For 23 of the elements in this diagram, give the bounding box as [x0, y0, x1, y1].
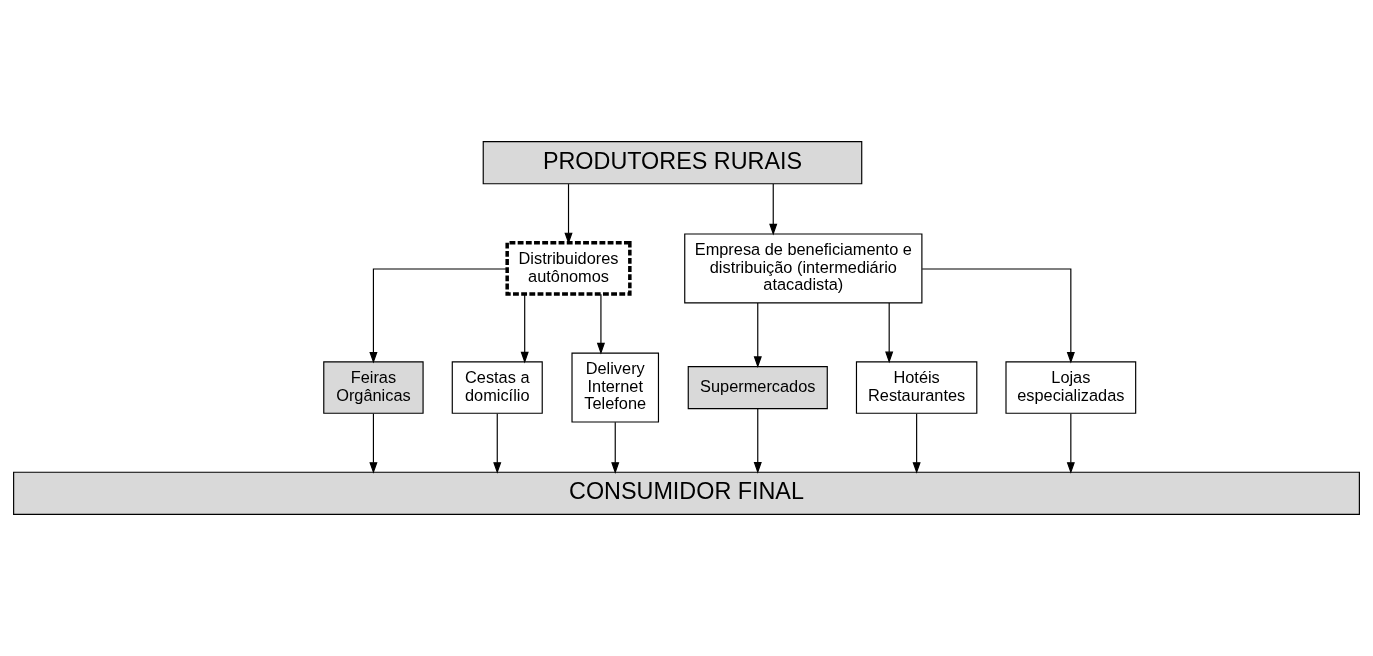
- arrow: [885, 302, 894, 364]
- arrow: [369, 268, 508, 364]
- node-box: Lojas especializadas: [1005, 361, 1137, 414]
- arrow: [769, 183, 778, 236]
- arrow: [921, 268, 1075, 364]
- node-box: Delivery Internet Telefone: [571, 352, 660, 423]
- node-box: Empresa de beneficiamento e distribuição (intermediário atacadista): [684, 233, 923, 304]
- arrow: [520, 293, 529, 364]
- arrow: [493, 413, 502, 474]
- arrow: [912, 413, 921, 474]
- node-box: Feiras Orgânicas: [323, 361, 424, 414]
- arrow: [611, 421, 620, 474]
- arrow: [596, 293, 606, 355]
- node-box: Supermercados: [687, 365, 828, 410]
- node-box: PRODUTORES RURAIS: [482, 141, 863, 185]
- arrow: [369, 413, 378, 474]
- node-box: CONSUMIDOR FINAL: [13, 471, 1360, 515]
- arrow: [753, 302, 762, 369]
- node-box: Hotéis Restaurantes: [855, 361, 978, 414]
- arrow: [1066, 413, 1075, 474]
- arrow: [753, 408, 762, 474]
- node-box: Distribuidores autônomos: [505, 240, 632, 296]
- node-box: Cestas a domicílio: [451, 361, 543, 414]
